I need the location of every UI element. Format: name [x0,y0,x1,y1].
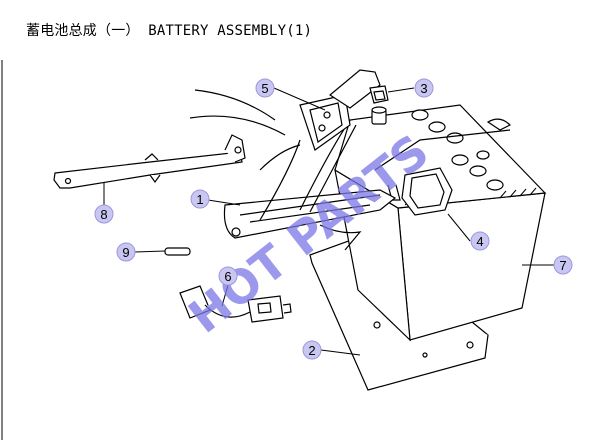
callout-4: 4 [470,231,490,251]
callout-9: 9 [116,242,136,262]
callout-6: 6 [218,266,238,286]
leader-lines [103,87,554,356]
callout-3-label: 3 [420,81,427,96]
callout-group: 1 2 3 4 5 6 7 [94,78,573,360]
callout-7-label: 7 [559,258,566,273]
callout-8-label: 8 [100,207,107,222]
callout-5-label: 5 [261,81,268,96]
callout-1-label: 1 [196,192,203,207]
small-pin [164,247,191,256]
callout-1: 1 [190,189,210,209]
battery-cables [189,89,397,251]
terminal-bolt [369,85,389,104]
callout-4-label: 4 [476,234,483,249]
callout-7: 7 [553,255,573,275]
callout-2-label: 2 [308,343,315,358]
bracket-bar [53,134,246,189]
callout-5: 5 [255,78,275,98]
callout-6-label: 6 [224,269,231,284]
harness-connector [179,285,292,323]
terminal-connector [299,69,381,151]
callout-8: 8 [94,204,114,224]
page-title: 蓄电池总成（一） BATTERY ASSEMBLY(1) [26,23,313,39]
callout-3: 3 [414,78,434,98]
callout-9-label: 9 [122,245,129,260]
callout-2: 2 [302,340,322,360]
hold-down-clamp [374,129,511,216]
